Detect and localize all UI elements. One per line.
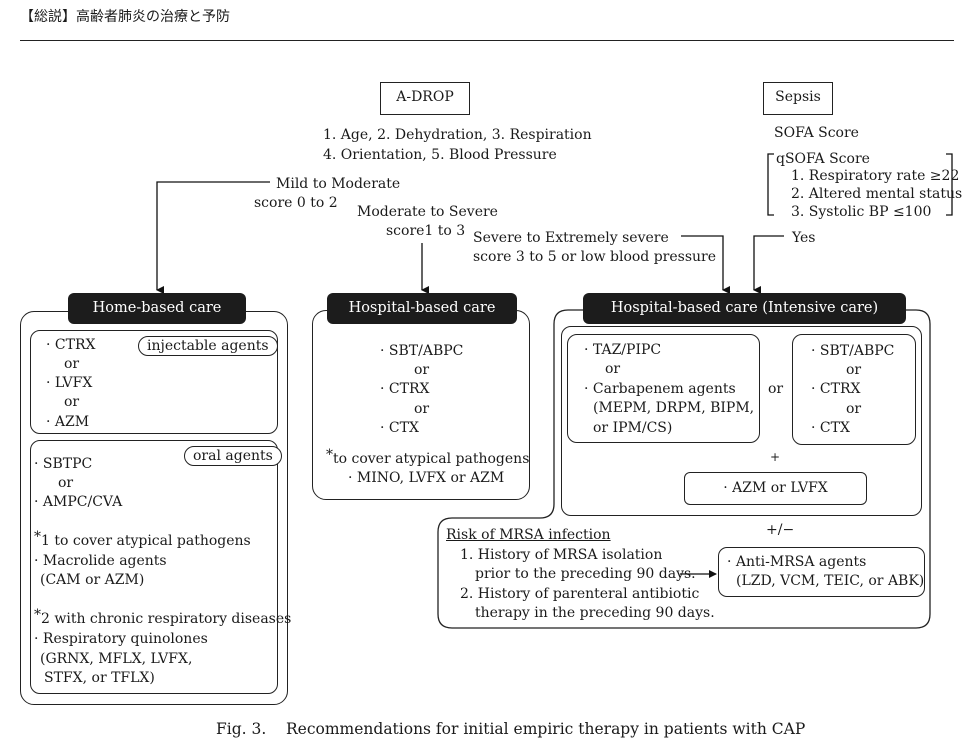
arrow-severe <box>681 235 730 294</box>
adrop-criteria-line2: 4. Orientation, 5. Blood Pressure <box>323 147 557 163</box>
injectable-agents-tag: injectable agents <box>138 336 278 356</box>
hosp-line-4: or <box>414 401 430 417</box>
oral-note2-b: (GRNX, MFLX, LVFX, <box>40 651 193 667</box>
hosp-note-text: to cover atypical pathogens <box>333 451 530 467</box>
oral-line-3: · AMPC/CVA <box>34 494 123 510</box>
sepsis-box <box>763 82 833 115</box>
hosp-line-2: or <box>414 362 430 378</box>
icu-left-line-4: (MEPM, DRPM, BIPM, <box>593 400 755 416</box>
icu-or-middle: or <box>768 381 784 397</box>
note2-text: 2 with chronic respiratory diseases <box>41 611 292 627</box>
branch-severe-score: score 3 to 5 or low blood pressure <box>473 249 717 265</box>
azm-text: · AZM or LVFX <box>723 480 828 496</box>
arrow-yes <box>753 235 784 294</box>
oral-line-1: · SBTPC <box>34 456 93 472</box>
icu-left-line-2: or <box>605 361 621 377</box>
icu-plus: + <box>770 450 781 464</box>
sofa-score: SOFA Score <box>774 125 859 141</box>
home-care-title: Home-based care <box>68 293 246 324</box>
hosp-line-5: · CTX <box>380 420 419 436</box>
adrop-title: A-DROP <box>396 89 454 105</box>
branch-mild-label: Mild to Moderate <box>276 176 401 192</box>
oral-note1-a: · Macrolide agents <box>34 553 167 569</box>
oral-box <box>30 440 278 694</box>
oral-note2: *2 with chronic respiratory diseases <box>34 607 292 630</box>
qsofa-title: qSOFA Score <box>776 151 870 167</box>
branch-severe-label: Severe to Extremely severe <box>473 230 669 246</box>
qsofa-bracket-left <box>767 153 774 216</box>
branch-moderate-score: score1 to 3 <box>386 223 466 239</box>
icu-title: Hospital-based care (Intensive care) <box>583 293 906 324</box>
icu-right-line-4: or <box>846 401 862 417</box>
icu-right-line-3: · CTRX <box>811 381 861 397</box>
note1-star: * <box>34 529 41 545</box>
note1-text: 1 to cover atypical pathogens <box>41 533 251 549</box>
oral-line-2: or <box>58 475 74 491</box>
icu-plus-minus: +/− <box>766 522 795 538</box>
icu-right-line-2: or <box>846 362 862 378</box>
note2-star: * <box>34 607 41 623</box>
qsofa-bracket-right <box>946 153 953 216</box>
hosp-note-star: * <box>326 447 333 463</box>
branch-mild-score: score 0 to 2 <box>254 195 338 211</box>
inj-line-1: · CTRX <box>46 337 96 353</box>
icu-inner-box <box>561 326 922 516</box>
oral-note2-a: · Respiratory quinolones <box>34 631 208 647</box>
qsofa-item-3: 3. Systolic BP ≤100 <box>791 204 932 220</box>
page-header: 【総説】高齢者肺炎の治療と予防 <box>20 9 230 25</box>
inj-line-4: or <box>64 394 80 410</box>
hosp-note-b: · MINO, LVFX or AZM <box>348 470 505 486</box>
mrsa-line-2b: therapy in the preceding 90 days. <box>475 605 715 621</box>
mrsa-line-1b: prior to the preceding 90 days. <box>475 566 696 582</box>
icu-left-line-5: or IPM/CS) <box>593 420 673 436</box>
oral-note1: *1 to cover atypical pathogens <box>34 529 251 552</box>
inj-line-5: · AZM <box>46 414 90 430</box>
icu-left-box <box>567 334 760 443</box>
injectable-box <box>30 330 278 434</box>
oral-agents-tag: oral agents <box>184 446 282 466</box>
adrop-criteria-line1: 1. Age, 2. Dehydration, 3. Respiration <box>323 127 592 143</box>
qsofa-item-1: 1. Respiratory rate ≥22 <box>791 168 960 184</box>
mrsa-line-2a: 2. History of parenteral antibiotic <box>460 586 700 602</box>
hosp-line-1: · SBT/ABPC <box>380 343 464 359</box>
anti-mrsa-box <box>718 547 925 597</box>
hosp-line-3: · CTRX <box>380 381 430 397</box>
adrop-box <box>380 82 470 115</box>
hospital-care-title: Hospital-based care <box>327 293 517 324</box>
header-rule <box>20 40 954 41</box>
icu-left-line-1: · TAZ/PIPC <box>584 342 662 358</box>
anti-mrsa-line-2: (LZD, VCM, TEIC, or ABK) <box>736 573 925 589</box>
qsofa-item-2: 2. Altered mental status <box>791 186 963 202</box>
anti-mrsa-line-1: · Anti-MRSA agents <box>727 554 867 570</box>
icu-left-line-3: · Carbapenem agents <box>584 381 736 397</box>
icu-right-line-1: · SBT/ABPC <box>811 343 895 359</box>
oral-note1-b: (CAM or AZM) <box>40 572 145 588</box>
hosp-note: *to cover atypical pathogens <box>326 447 530 470</box>
mrsa-line-1a: 1. History of MRSA isolation <box>460 547 663 563</box>
inj-line-3: · LVFX <box>46 375 93 391</box>
icu-right-box <box>792 334 916 445</box>
oral-note2-c: STFX, or TFLX) <box>44 670 155 686</box>
figure-caption: Fig. 3. Recommendations for initial empi… <box>216 720 806 738</box>
mrsa-title: Risk of MRSA infection <box>446 527 611 543</box>
branch-yes-label: Yes <box>792 230 816 246</box>
azm-box <box>684 472 867 505</box>
icu-right-line-5: · CTX <box>811 420 850 436</box>
inj-line-2: or <box>64 356 80 372</box>
sepsis-title: Sepsis <box>775 89 821 105</box>
arrow-mild <box>156 181 270 294</box>
branch-moderate-label: Moderate to Severe <box>357 204 498 220</box>
